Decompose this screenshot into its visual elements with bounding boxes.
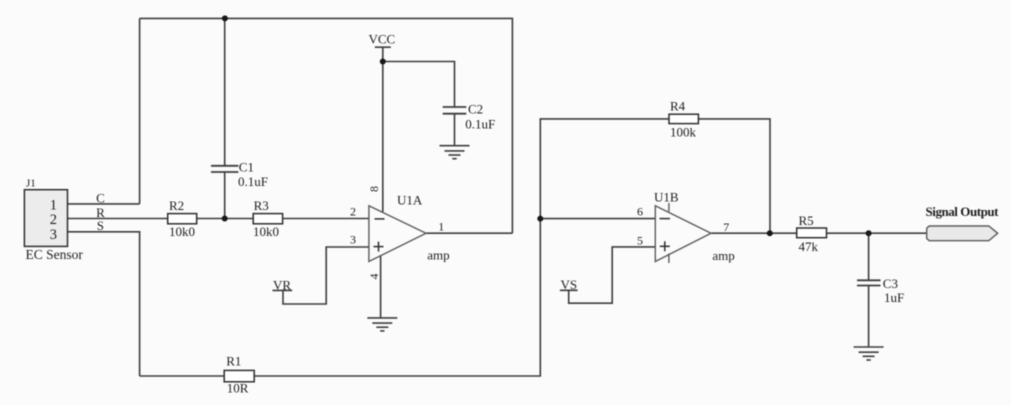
svg-text:R3: R3 (254, 198, 269, 213)
svg-text:C1: C1 (239, 160, 254, 175)
svg-text:10R: 10R (227, 381, 249, 396)
svg-text:C: C (96, 190, 105, 205)
svg-text:VS: VS (561, 277, 578, 292)
svg-text:8: 8 (367, 186, 381, 192)
svg-text:4: 4 (367, 274, 381, 280)
svg-text:10k0: 10k0 (253, 224, 279, 239)
svg-text:R: R (96, 205, 105, 220)
svg-text:U1A: U1A (397, 193, 423, 208)
svg-text:10k0: 10k0 (169, 224, 195, 239)
svg-text:100k: 100k (670, 124, 697, 139)
svg-text:R2: R2 (169, 198, 184, 213)
svg-text:EC Sensor: EC Sensor (26, 247, 84, 262)
svg-text:S: S (97, 218, 104, 233)
svg-text:0.1uF: 0.1uF (465, 117, 495, 132)
svg-text:1: 1 (438, 220, 444, 234)
svg-text:2: 2 (350, 204, 356, 218)
svg-text:47k: 47k (799, 239, 819, 254)
svg-text:VR: VR (273, 277, 291, 292)
svg-text:J1: J1 (26, 178, 36, 190)
svg-text:Signal Output: Signal Output (926, 204, 1000, 219)
svg-text:2: 2 (50, 212, 57, 228)
svg-text:R4: R4 (670, 98, 686, 113)
svg-text:amp: amp (427, 248, 449, 263)
svg-text:0.1uF: 0.1uF (238, 174, 268, 189)
svg-text:VCC: VCC (369, 32, 396, 47)
svg-text:1: 1 (50, 198, 57, 214)
svg-text:5: 5 (637, 234, 643, 248)
svg-text:1uF: 1uF (884, 290, 904, 305)
svg-text:amp: amp (712, 248, 734, 263)
svg-text:R1: R1 (226, 354, 241, 369)
svg-text:6: 6 (637, 205, 643, 219)
svg-text:C3: C3 (883, 276, 898, 291)
svg-text:7: 7 (723, 220, 729, 234)
svg-text:U1B: U1B (654, 190, 679, 205)
svg-text:R5: R5 (799, 213, 814, 228)
svg-text:C2: C2 (468, 102, 483, 117)
svg-text:3: 3 (50, 227, 57, 243)
svg-text:3: 3 (350, 232, 356, 246)
